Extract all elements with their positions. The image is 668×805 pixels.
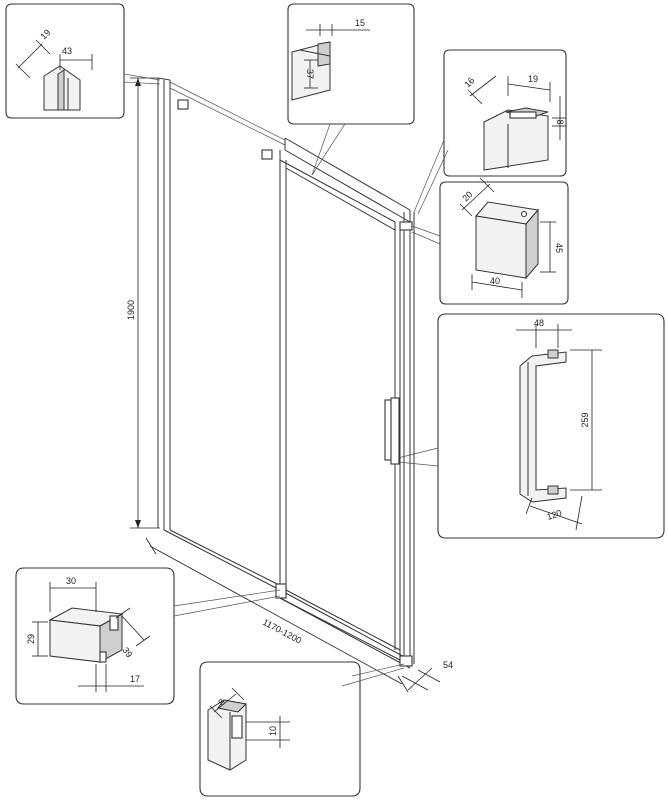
right-wall-profile (399, 210, 415, 664)
fixed-glass-panel (157, 77, 286, 591)
hinge-depth-label: 39 (120, 645, 134, 659)
upper-hinge (177, 99, 189, 110)
handle-depth-label: 48 (534, 318, 544, 328)
depth-dimension: 54 (401, 660, 453, 691)
hinge-width-label: 30 (66, 576, 76, 586)
callout-bottom-profile: 8 10 (199, 661, 405, 797)
hinge-offset-label: 17 (130, 674, 140, 684)
callout-corner-profile: 16 19 8 (413, 49, 567, 215)
top-rail-width-label: 15 (355, 18, 365, 28)
bottom-guide (275, 583, 413, 669)
hinge-height-label: 29 (26, 634, 36, 644)
corner-profile-width-label: 19 (528, 74, 538, 84)
bracket-height-label: 45 (554, 243, 564, 253)
middle-hinge (261, 149, 273, 160)
height-dimension: 1900 (126, 77, 160, 529)
door-handle (384, 397, 400, 465)
depth-label: 54 (443, 660, 453, 670)
callout-wall-profile: 19 43 (5, 3, 161, 119)
corner-profile-gap-label: 8 (555, 119, 565, 124)
callout-handle: 48 259 120 (397, 313, 665, 539)
handle-width-label: 120 (546, 508, 563, 522)
bracket-width-label: 40 (490, 276, 500, 286)
width-label: 1170-1200 (261, 617, 303, 646)
callout-top-bracket: 20 45 40 (411, 177, 569, 305)
main-door-assembly (157, 77, 415, 669)
bottom-profile-width-label: 8 (216, 697, 227, 708)
sliding-door-frame (279, 150, 401, 661)
top-rail-height-label: 37 (305, 69, 315, 79)
wall-profile-width-label: 43 (62, 46, 72, 56)
height-label: 1900 (126, 300, 136, 320)
top-rail (284, 137, 411, 223)
handle-length-label: 259 (580, 412, 590, 427)
callout-top-rail: 15 37 (287, 3, 415, 176)
bottom-profile-height-label: 10 (268, 726, 278, 736)
callout-hinge: 30 29 39 17 (15, 567, 281, 705)
